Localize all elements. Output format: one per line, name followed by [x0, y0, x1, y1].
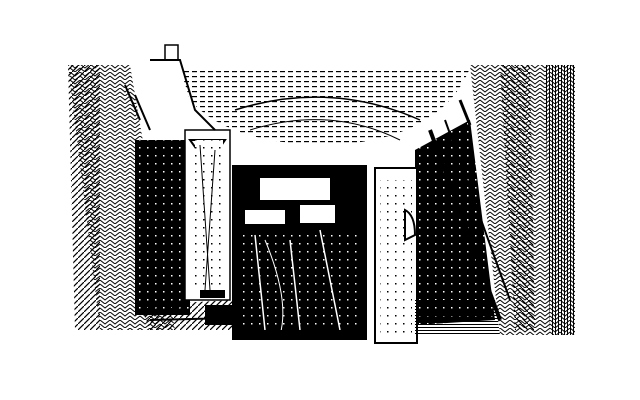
central-opening	[232, 165, 367, 340]
ceiling	[180, 68, 470, 145]
floor-right	[415, 300, 500, 335]
floor-debris	[140, 300, 235, 330]
right-beams	[428, 99, 511, 321]
back-wall-left	[135, 140, 190, 315]
right-pillar	[374, 167, 418, 344]
top-left-figure	[124, 44, 216, 131]
right-hatched-wall	[470, 65, 575, 335]
left-pillar	[184, 129, 231, 301]
back-wall-right	[415, 120, 495, 325]
